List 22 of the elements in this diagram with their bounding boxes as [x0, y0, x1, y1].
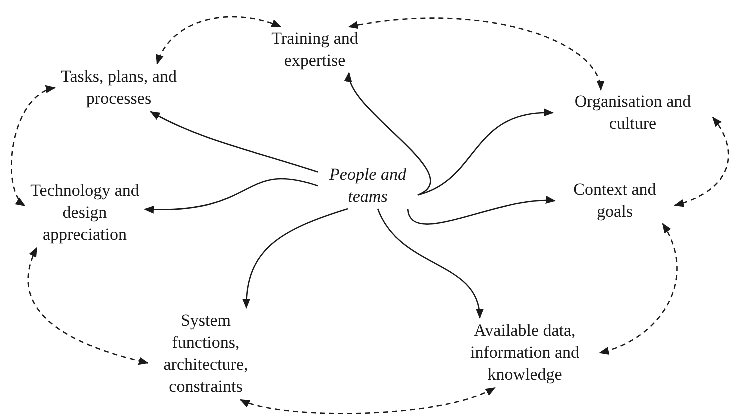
factor-label: Technology and design appreciation [30, 180, 140, 246]
factor-label: System functions, architecture, constraints [162, 310, 250, 398]
arrow [150, 111, 318, 173]
factor-label: Organisation and culture [574, 91, 692, 135]
arrow [242, 208, 348, 309]
central-label: People and teams [328, 164, 408, 208]
arrow [418, 109, 554, 196]
factor-label: Context and goals [572, 179, 658, 223]
dashed-arrow [348, 18, 603, 91]
arrow [407, 196, 556, 225]
dashed-arrow [240, 387, 496, 414]
arrow [346, 72, 432, 196]
dashed-arrow [599, 223, 678, 354]
dashed-arrow [156, 16, 282, 65]
arrow [144, 178, 318, 214]
dashed-arrow [11, 87, 56, 207]
factor-label: Available data, information and knowledge [469, 320, 581, 386]
factor-label: Training and expertise [270, 28, 360, 72]
dashed-arrow [28, 247, 149, 365]
factor-label: Tasks, plans, and processes [60, 66, 178, 110]
dashed-arrow [674, 116, 730, 207]
arrow [377, 208, 483, 319]
